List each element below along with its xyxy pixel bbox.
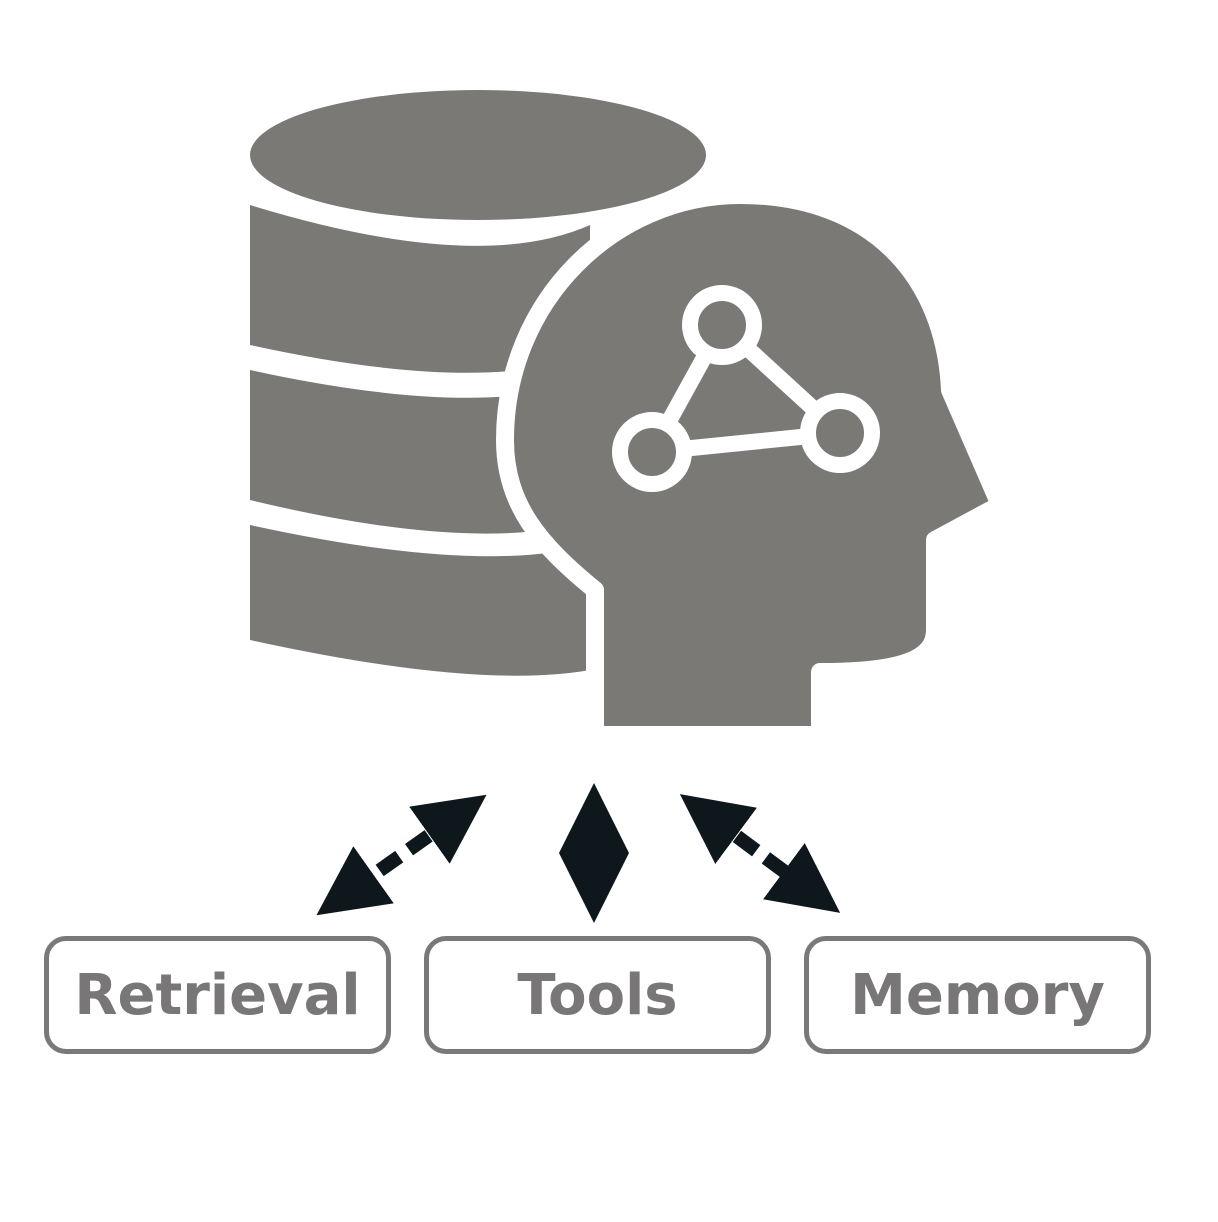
retrieval-box: Retrieval — [44, 936, 391, 1054]
memory-box: Memory — [804, 936, 1151, 1054]
arrow-retrieval — [316, 794, 487, 916]
tools-label: Tools — [517, 962, 678, 1028]
retrieval-label: Retrieval — [74, 962, 361, 1028]
arrow-memory — [679, 794, 841, 913]
tools-box: Tools — [424, 936, 771, 1054]
network-graph-icon — [612, 285, 880, 492]
ai-head-icon — [496, 186, 1009, 744]
memory-label: Memory — [850, 962, 1105, 1028]
